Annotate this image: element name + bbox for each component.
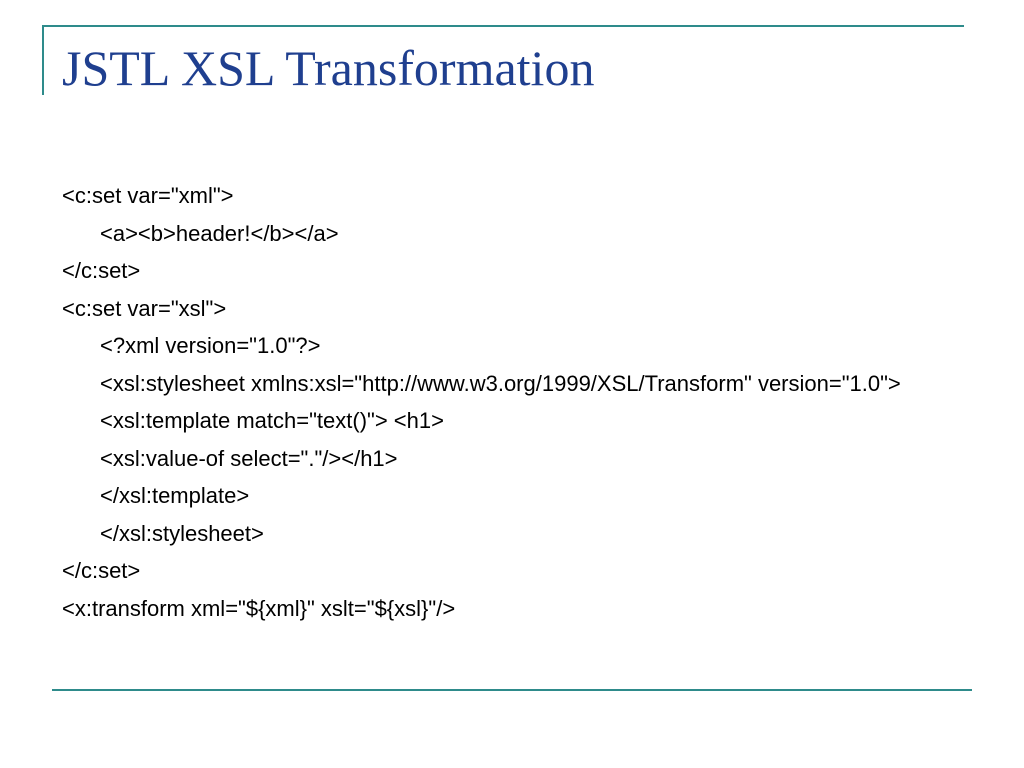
code-line: <x:transform xml="${xml}" xslt="${xsl}"/… (62, 595, 962, 622)
code-line: <a><b>header!</b></a> (62, 220, 962, 247)
slide-title: JSTL XSL Transformation (62, 40, 595, 96)
code-line: <c:set var="xsl"> (62, 295, 962, 322)
code-line: <xsl:template match="text()"> <h1> (62, 407, 962, 434)
title-accent-vertical-line (42, 25, 44, 95)
code-line: <c:set var="xml"> (62, 182, 962, 209)
code-line-text: </xsl:template> (100, 483, 250, 508)
footer-accent-line (52, 689, 972, 691)
code-line-text: <c:set var="xml"> (62, 183, 234, 208)
code-listing: <c:set var="xml"> <a><b>header!</b></a> … (62, 182, 962, 632)
code-line-text: <a><b>header!</b></a> (100, 220, 339, 246)
code-line-text: <xsl:stylesheet xmlns:xsl="http://www.w3… (100, 370, 901, 396)
code-line-text: </xsl:stylesheet> (100, 520, 264, 546)
code-line-text: </c:set> (62, 258, 141, 283)
code-line: <xsl:stylesheet xmlns:xsl="http://www.w3… (62, 370, 962, 397)
code-line-text: <xsl:template match="text()"> <h1> (100, 408, 444, 433)
code-line: </xsl:stylesheet> (62, 520, 962, 547)
code-line: </c:set> (62, 257, 962, 284)
code-line-text: </c:set> (62, 558, 141, 583)
title-accent-top-line (42, 25, 964, 27)
code-line-text: <?xml version="1.0"?> (100, 333, 321, 358)
code-line: </xsl:template> (62, 482, 962, 509)
code-line: <xsl:value-of select="."/></h1> (62, 445, 962, 472)
code-line-text: <xsl:value-of select="."/></h1> (100, 445, 398, 471)
code-line-text: <c:set var="xsl"> (62, 295, 227, 321)
code-line-text: <x:transform xml="${xml}" xslt="${xsl}"/… (62, 595, 456, 621)
code-line: </c:set> (62, 557, 962, 584)
code-line: <?xml version="1.0"?> (62, 332, 962, 359)
